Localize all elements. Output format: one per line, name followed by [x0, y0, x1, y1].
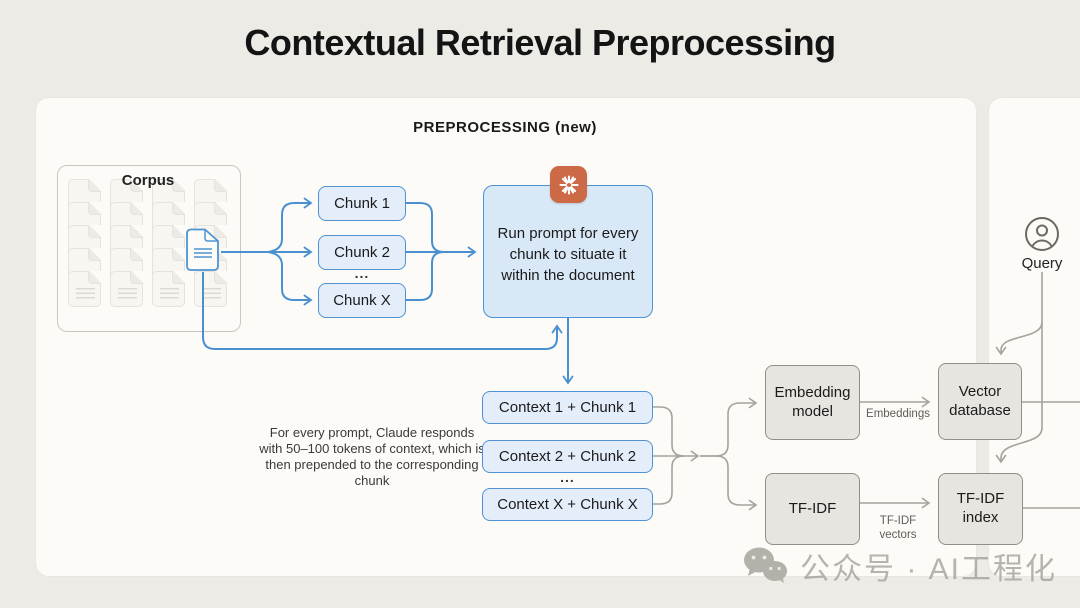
corpus-label: Corpus [121, 172, 175, 189]
query-user-icon [1023, 215, 1061, 253]
caption-text: For every prompt, Claude responds with 5… [259, 425, 485, 488]
corpus-box [57, 165, 241, 332]
page-title: Contextual Retrieval Preprocessing [244, 22, 836, 63]
tfidf-vectors-arrow-label: TF-IDF vectors [879, 515, 917, 542]
run-prompt-box: Run prompt for every chunk to situate it… [483, 185, 653, 318]
claude-spark-icon [550, 166, 587, 203]
chunks-ellipsis: ... [354, 265, 370, 281]
wechat-icon [744, 547, 787, 583]
embedding-model-box: Embedding model [765, 365, 860, 440]
doc-column [68, 179, 101, 307]
context-2-box: Context 2 + Chunk 2 [482, 440, 653, 473]
document-icon [185, 228, 221, 272]
tfidf-index-box: TF-IDF index [938, 473, 1023, 545]
query-label: Query [1021, 255, 1063, 272]
watermark: 公众号 · AI工程化 [740, 544, 1057, 588]
doc-column [152, 179, 185, 307]
section-label: PREPROCESSING (new) [413, 119, 597, 136]
context-x-box: Context X + Chunk X [482, 488, 653, 521]
tfidf-box: TF-IDF [765, 473, 860, 545]
contexts-ellipsis: ... [560, 469, 575, 485]
context-1-box: Context 1 + Chunk 1 [482, 391, 653, 424]
chunk-1-box: Chunk 1 [318, 186, 406, 221]
doc-column [110, 179, 143, 307]
chunk-2-box: Chunk 2 [318, 235, 406, 270]
vector-database-box: Vector database [938, 363, 1022, 440]
chunk-x-box: Chunk X [318, 283, 406, 318]
embeddings-arrow-label: Embeddings [866, 408, 930, 420]
watermark-text: 公众号 · AI工程化 [800, 553, 1058, 586]
run-prompt-text: Run prompt for every chunk to situate it… [497, 225, 639, 284]
